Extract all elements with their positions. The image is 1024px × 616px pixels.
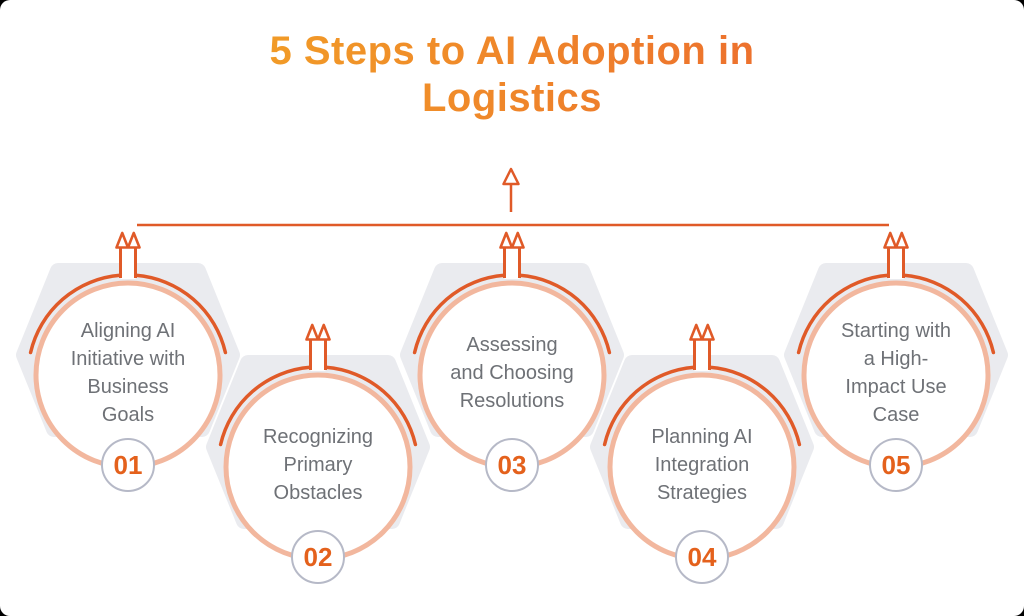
step-number-badge-1: 01	[101, 438, 155, 492]
step-label-1: Aligning AI Initiative with Business Goa…	[70, 320, 186, 426]
up-arrow-head	[502, 167, 520, 186]
step-label-2: Recognizing Primary Obstacles	[262, 426, 374, 504]
step-number: 05	[881, 449, 911, 480]
step-number: 03	[497, 449, 527, 480]
step-number: 01	[113, 449, 143, 480]
step-label-5: Starting with a High- Impact Use Case	[840, 320, 952, 426]
step-number-badge-5: 05	[869, 438, 923, 492]
step-label-3: Assessing and Choosing Resolutions	[450, 334, 574, 412]
step-number: 04	[687, 541, 717, 572]
step-number-badge-2: 02	[291, 530, 345, 584]
step-number-badge-4: 04	[675, 530, 729, 584]
up-arrow-icon	[502, 167, 520, 212]
infographic-title: 5 Steps to AI Adoption in Logistics	[0, 28, 1024, 122]
step-number-badge-3: 03	[485, 438, 539, 492]
step-number: 02	[303, 541, 333, 572]
step-label-4: Planning AI Integration Strategies	[651, 426, 753, 504]
